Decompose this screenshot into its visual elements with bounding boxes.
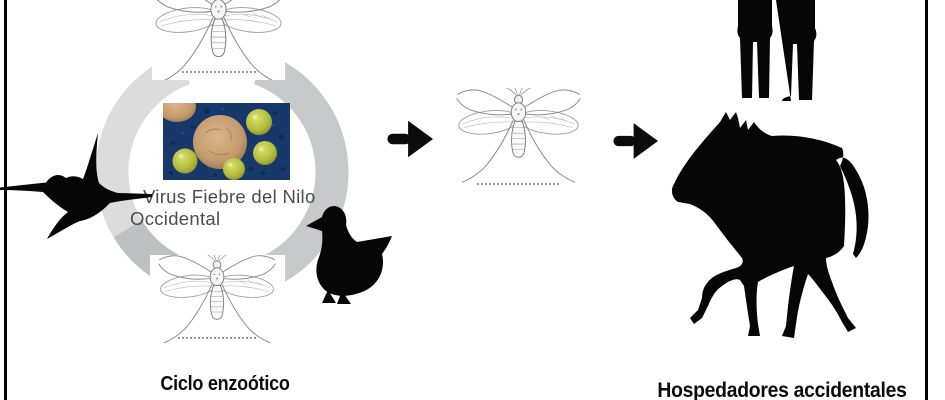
micro-caption	[182, 71, 258, 73]
hosts-caption: Hospedadores accidentales	[657, 378, 907, 400]
frame-left-border	[4, 0, 7, 400]
duck-icon	[306, 206, 392, 304]
horse-icon	[671, 112, 869, 338]
micro-caption	[178, 337, 258, 339]
mosquito-icon	[455, 88, 582, 188]
virus-name-line1: Virus Fiebre del Nilo	[143, 186, 316, 207]
crane-icon	[0, 133, 152, 239]
frame-right-border	[925, 0, 928, 400]
human-figures-icon	[737, 0, 817, 101]
cycle-caption: Ciclo enzoótico	[160, 372, 290, 395]
mosquito-bridge-image	[455, 88, 582, 190]
virus-name-line2: Occidental	[130, 207, 221, 229]
virus-micrograph	[163, 103, 290, 180]
virus-name-label: Virus Fiebre del Nilo Occidental	[130, 186, 340, 229]
mosquito-top-image	[152, 0, 285, 80]
mosquito-bottom-image	[150, 255, 285, 343]
arrow-right-icon	[612, 120, 659, 162]
mosquito-icon	[157, 255, 277, 343]
micro-caption	[477, 183, 561, 185]
arrow-right-icon	[386, 117, 434, 161]
mosquito-icon	[152, 0, 285, 80]
